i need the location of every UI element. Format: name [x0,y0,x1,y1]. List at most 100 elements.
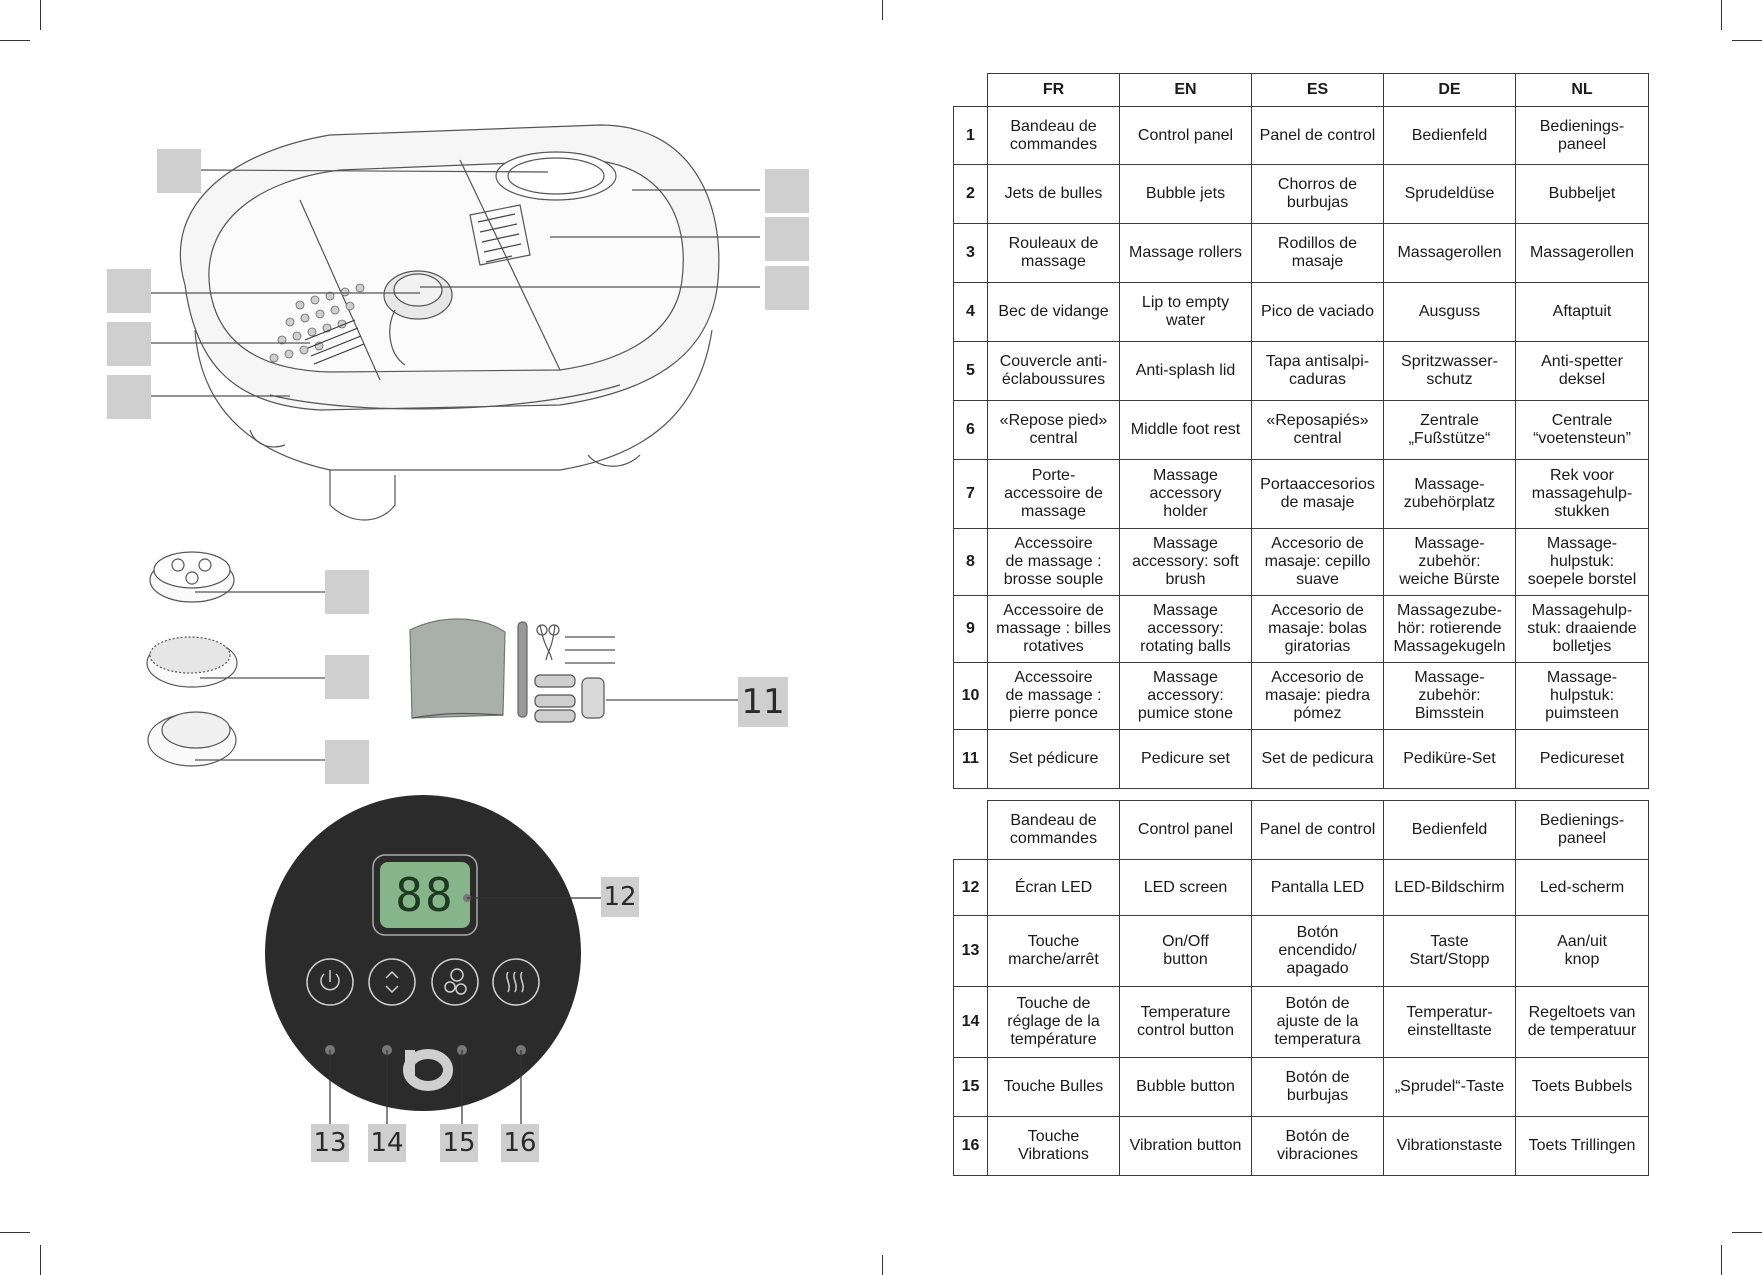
row-number: 13 [953,915,988,987]
table-cell: Accessoire de massage : pierre ponce [987,662,1120,730]
table-cell: Anti-splash lid [1119,341,1252,401]
led-display: 88 [395,868,455,922]
table-cell: Pedicure set [1119,729,1252,789]
table-cell: Accessoire de massage : brosse souple [987,528,1120,596]
product-illustration [146,124,760,1127]
row-number: 9 [953,595,988,663]
table-cell: Bubble jets [1119,164,1252,224]
accessory-pumice [147,711,325,767]
crop-mark [40,1245,41,1275]
callout-12: 12 [601,877,639,917]
table-cell: Massage accessory: pumice stone [1119,662,1252,730]
callout-marker [325,740,369,784]
table-cell: Massage accessory: soft brush [1119,528,1252,596]
table-cell: «Reposapiés» central [1251,400,1384,460]
row-number: 6 [953,400,988,460]
table-cell: Control panel [1119,106,1252,165]
crop-mark [882,1255,883,1275]
pedicure-set-drawing [409,618,740,723]
table-cell: On/Off button [1119,915,1252,987]
table-cell: Portaaccesorios de masaje [1251,459,1384,529]
table-cell: Botón de burbujas [1251,1057,1384,1117]
control-panel-drawing [265,795,620,1127]
table-cell: Toets Bubbels [1515,1057,1649,1117]
table-cell: Zentrale „Fußstütze“ [1383,400,1516,460]
table-cell: Massage- hulpstuk: soepele borstel [1515,528,1649,596]
row-number: 4 [953,282,988,342]
table-cell: Temperature control button [1119,986,1252,1058]
table-cell: Touche de réglage de la température [987,986,1120,1058]
table-cell: Tapa antisalpi- caduras [1251,341,1384,401]
table-cell: Pedicureset [1515,729,1649,789]
header-en: EN [1119,73,1252,107]
callout-marker [765,266,809,310]
callout-marker [107,322,151,366]
table-header-row: Bandeau de commandes Control panel Panel… [954,800,1649,860]
callout-marker [325,570,369,614]
row-number: 7 [953,459,988,529]
table-cell: Vibrationstaste [1383,1116,1516,1176]
callout-marker [765,169,809,213]
row-number: 14 [953,986,988,1058]
table-cell: Accesorio de masaje: cepillo suave [1251,528,1384,596]
header-spacer [954,801,988,860]
row-number: 2 [953,164,988,224]
table-cell: Accesorio de masaje: bolas giratorias [1251,595,1384,663]
callout-13: 13 [311,1124,349,1162]
header-cell: Bedienings- paneel [1515,800,1649,860]
table-cell: Spritzwasser- schutz [1383,341,1516,401]
table-cell: Pantalla LED [1251,859,1384,916]
table-cell: Touche Vibrations [987,1116,1120,1176]
table-cell: Set pédicure [987,729,1120,789]
crop-mark [1721,0,1722,30]
table-cell: Aftaptuit [1515,282,1649,342]
callout-11: 11 [738,677,788,727]
header-cell: Bedienfeld [1383,800,1516,860]
callout-15: 15 [440,1124,478,1162]
table-cell: Lip to empty water [1119,282,1252,342]
table-cell: Middle foot rest [1119,400,1252,460]
header-cell: Panel de control [1251,800,1384,860]
callout-marker [107,269,151,313]
crop-mark [1732,1232,1762,1233]
row-number: 12 [953,859,988,916]
foot-bath-drawing [179,124,720,521]
table-cell: Toets Trillingen [1515,1116,1649,1176]
header-cell: Control panel [1119,800,1252,860]
row-number: 8 [953,528,988,596]
table-cell: Massage accessory holder [1119,459,1252,529]
table-cell: Regeltoets van de temperatuur [1515,986,1649,1058]
table-cell: Porte- accessoire de massage [987,459,1120,529]
table-cell: Centrale “voetensteun” [1515,400,1649,460]
accessory-brush [149,551,325,603]
crop-mark [1721,1245,1722,1275]
crop-mark [1732,40,1762,41]
control-panel-legend-table: Bandeau de commandes Control panel Panel… [953,800,1649,1176]
table-cell: Rek voor massagehulp- stukken [1515,459,1649,529]
table-cell: Accessoire de massage : billes rotatives [987,595,1120,663]
table-cell: Set de pedicura [1251,729,1384,789]
table-cell: LED screen [1119,859,1252,916]
table-cell: Panel de control [1251,106,1384,165]
table-cell: Massagehulp- stuk: draaiende bolletjes [1515,595,1649,663]
table-cell: Massage- zubehörplatz [1383,459,1516,529]
table-cell: Massage- hulpstuk: puimsteen [1515,662,1649,730]
crop-mark [0,40,30,41]
row-number: 11 [953,729,988,789]
table-cell: Massagezube- hör: rotierende Massagekuge… [1383,595,1516,663]
header-nl: NL [1515,73,1649,107]
row-number: 16 [953,1116,988,1176]
table-cell: Botón de ajuste de la temperatura [1251,986,1384,1058]
